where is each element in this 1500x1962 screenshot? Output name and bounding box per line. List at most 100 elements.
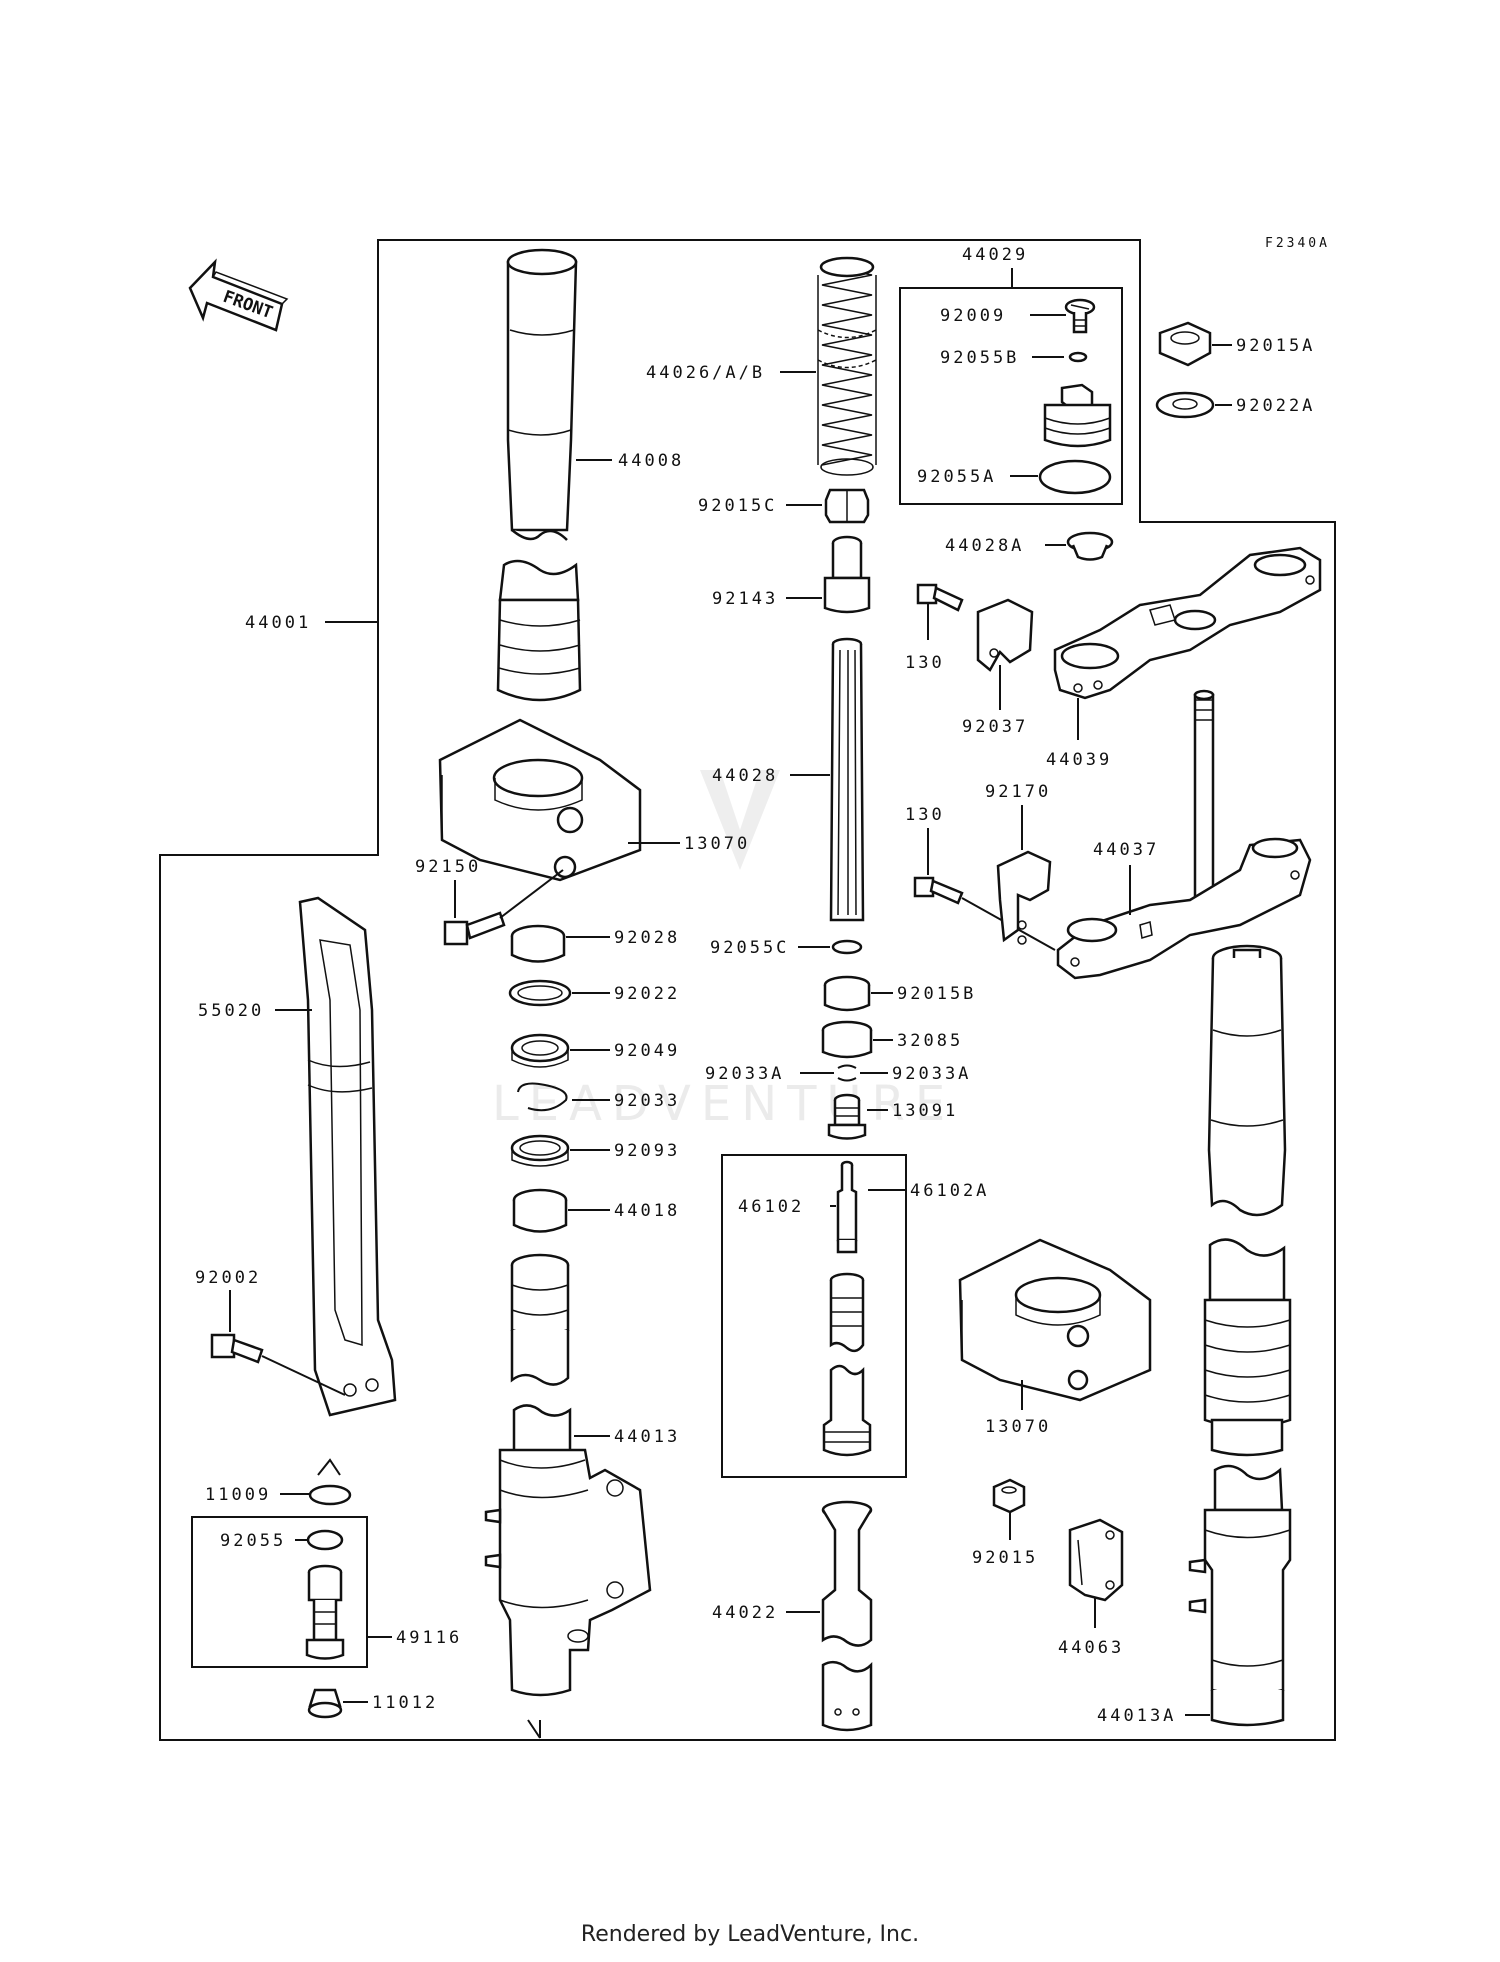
part-92055B-o-ring xyxy=(1068,351,1088,363)
label-92022A: 92022A xyxy=(1236,396,1315,416)
figure-id: F2340A xyxy=(1265,236,1330,251)
label-44008: 44008 xyxy=(618,451,684,471)
part-44013-fork-bottom xyxy=(484,1404,652,1739)
label-92049: 92049 xyxy=(614,1041,680,1061)
part-44063-bracket xyxy=(1068,1518,1124,1602)
label-44026: 44026/A/B xyxy=(646,363,765,383)
part-46102-spool xyxy=(829,1272,865,1353)
label-44001: 44001 xyxy=(245,613,311,633)
part-92022-washer xyxy=(508,979,572,1007)
part-92028-bushing xyxy=(510,924,566,963)
part-92049-oil-seal xyxy=(510,1033,570,1068)
label-46102A: 46102A xyxy=(910,1181,989,1201)
part-92002-bolt xyxy=(210,1333,346,1396)
label-44039: 44039 xyxy=(1046,750,1112,770)
label-130a: 130 xyxy=(905,653,945,673)
part-92033-circlip xyxy=(517,1082,568,1112)
part-92150-bolt xyxy=(443,869,564,946)
label-32085: 32085 xyxy=(897,1031,963,1051)
watermark-text: LEADVENTURE xyxy=(492,1076,955,1132)
label-92033: 92033 xyxy=(614,1091,680,1111)
label-92037: 92037 xyxy=(962,717,1028,737)
part-44026-spring xyxy=(817,256,877,476)
part-92037-clamp xyxy=(976,598,1034,672)
label-13070a: 13070 xyxy=(684,834,750,854)
label-44063: 44063 xyxy=(1058,1638,1124,1658)
part-44028-damper-rod xyxy=(829,637,865,922)
part-fork-cap xyxy=(1043,383,1112,448)
part-92170-clamp xyxy=(996,850,1052,945)
label-44022: 44022 xyxy=(712,1603,778,1623)
part-inner-tube-lower xyxy=(510,1253,570,1386)
part-44008-fork-tube xyxy=(496,248,582,702)
part-92015A-nut xyxy=(1158,321,1212,367)
part-44022-cylinder xyxy=(821,1500,873,1732)
part-13091-bolt xyxy=(827,1093,867,1140)
part-92033A-clips xyxy=(837,1064,857,1082)
part-46102-rod xyxy=(836,1160,858,1254)
label-92009: 92009 xyxy=(940,306,1006,326)
label-44013: 44013 xyxy=(614,1427,680,1447)
footer-credit: Rendered by LeadVenture, Inc. xyxy=(580,1922,920,1947)
label-44029: 44029 xyxy=(962,245,1028,265)
part-13070-clamp-left xyxy=(438,718,642,882)
label-92055B: 92055B xyxy=(940,348,1019,368)
part-92143-collar xyxy=(823,535,871,614)
label-44037: 44037 xyxy=(1093,840,1159,860)
label-130b: 130 xyxy=(905,805,945,825)
part-92022A-washer xyxy=(1155,391,1215,419)
part-92093-washer xyxy=(510,1134,570,1167)
part-44013A-fork-leg xyxy=(1188,944,1292,1727)
part-92015C-nut xyxy=(824,488,870,524)
label-13070b: 13070 xyxy=(985,1417,1051,1437)
part-130-bolt-upper xyxy=(916,583,964,612)
label-92093: 92093 xyxy=(614,1141,680,1161)
label-92015C: 92015C xyxy=(698,496,777,516)
part-92055A-o-ring xyxy=(1038,459,1112,495)
front-arrow-icon: FRONT xyxy=(188,258,289,332)
label-92143: 92143 xyxy=(712,589,778,609)
part-92009-screw xyxy=(1064,298,1096,334)
part-92015B-nut xyxy=(823,975,871,1012)
part-11009-gasket xyxy=(308,1458,352,1506)
part-44018-bushing xyxy=(512,1188,568,1233)
label-92150: 92150 xyxy=(415,857,481,877)
label-92055C: 92055C xyxy=(710,938,789,958)
part-92055-o-ring xyxy=(306,1529,344,1551)
assembly-outline-44001 xyxy=(159,239,1336,1741)
label-11012: 11012 xyxy=(372,1693,438,1713)
label-49116: 49116 xyxy=(396,1628,462,1648)
part-44037-lower-bracket xyxy=(1056,689,1312,980)
label-44018: 44018 xyxy=(614,1201,680,1221)
part-11012-bolt xyxy=(307,1688,343,1719)
label-55020: 55020 xyxy=(198,1001,264,1021)
label-92015: 92015 xyxy=(972,1548,1038,1568)
label-44028: 44028 xyxy=(712,766,778,786)
group-box-46102A xyxy=(721,1154,907,1478)
part-13070-clamp-right xyxy=(958,1238,1152,1402)
label-92015B: 92015B xyxy=(897,984,976,1004)
label-46102: 46102 xyxy=(738,1197,804,1217)
label-92033Aa: 92033A xyxy=(705,1064,784,1084)
group-box-49116 xyxy=(191,1516,368,1668)
part-92055C-o-ring xyxy=(831,939,863,955)
part-44039-upper-bracket xyxy=(1053,546,1322,700)
label-92055: 92055 xyxy=(220,1531,286,1551)
label-92055A: 92055A xyxy=(917,467,996,487)
watermark: LEADVENTURE xyxy=(492,770,955,1132)
label-92028: 92028 xyxy=(614,928,680,948)
label-44013A: 44013A xyxy=(1097,1706,1176,1726)
part-49116-valve xyxy=(305,1564,345,1660)
label-11009: 11009 xyxy=(205,1485,271,1505)
label-92015A: 92015A xyxy=(1236,336,1315,356)
part-55020-fork-guard xyxy=(298,896,397,1417)
label-92002: 92002 xyxy=(195,1268,261,1288)
part-130-bolt-lower xyxy=(913,876,1056,951)
part-32085-collar xyxy=(821,1020,873,1059)
part-46102-valve-body xyxy=(822,1364,872,1457)
part-44028A-cap xyxy=(1066,531,1114,561)
part-92015-nut xyxy=(992,1478,1026,1514)
label-92022: 92022 xyxy=(614,984,680,1004)
label-92033Ab: 92033A xyxy=(892,1064,971,1084)
